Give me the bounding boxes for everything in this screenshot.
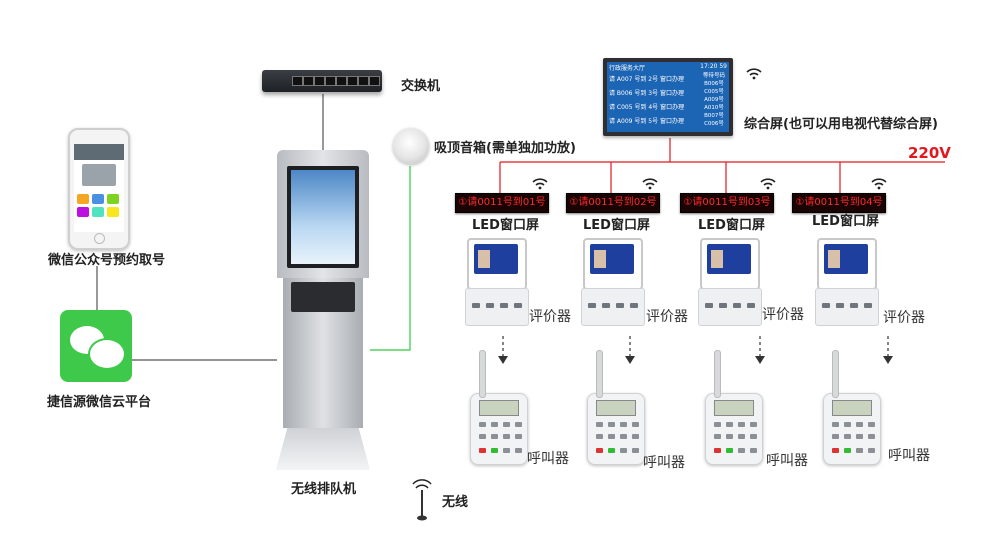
pager-device (823, 350, 881, 465)
led-window-screen: ①请0011号到03号 (680, 193, 774, 213)
composite-waiting-list: 等待号码 B006号 C005号 A009号 A010号 B007号 C006号 (702, 73, 725, 127)
led-label: LED窗口屏 (698, 218, 765, 233)
wifi-icon (746, 68, 762, 80)
kiosk-label: 无线排队机 (291, 482, 357, 497)
evaluator-device (815, 238, 879, 326)
speaker-kiosk-line (370, 166, 411, 351)
kiosk-screen (287, 166, 359, 268)
wifi-icon (760, 178, 776, 190)
led-label: LED窗口屏 (472, 218, 539, 233)
led-label: LED窗口屏 (583, 218, 650, 233)
led-label: LED窗口屏 (812, 214, 879, 229)
evaluator-device (465, 238, 529, 326)
network-switch (262, 70, 382, 92)
ticket-printer (291, 282, 355, 312)
antenna-icon (412, 479, 432, 521)
evaluator-label: 评价器 (762, 307, 804, 323)
smartphone (68, 128, 130, 250)
speaker-label: 吸顶音箱(需单独加功放) (434, 141, 576, 156)
kiosk-body (283, 278, 363, 428)
home-button-icon (94, 233, 105, 244)
composite-row: 请 C005 号到 4号 窗口办理 (609, 104, 685, 111)
wireless-label: 无线 (442, 495, 469, 510)
composite-title: 行政服务大厅 (609, 65, 646, 72)
evaluator-label: 评价器 (646, 309, 688, 325)
composite-row: 请 B006 号到 3号 窗口办理 (609, 90, 685, 97)
phone-screen (74, 144, 124, 232)
composite-screen: 行政服务大厅 17:20 59 请 A007 号到 2号 窗口办理 请 B006… (603, 58, 733, 136)
composite-label: 综合屏(也可以用电视代替综合屏) (744, 117, 938, 132)
composite-clock: 17:20 59 (700, 63, 727, 70)
pager-label: 呼叫器 (527, 451, 569, 467)
evaluator-label: 评价器 (883, 310, 925, 326)
pager-label: 呼叫器 (643, 455, 685, 471)
wifi-icon (532, 178, 548, 190)
wechat-label: 捷信源微信云平台 (47, 395, 152, 410)
ceiling-speaker (393, 128, 429, 164)
switch-label: 交换机 (401, 79, 441, 94)
kiosk-base (276, 428, 370, 470)
evaluator-device (698, 238, 762, 326)
pager-label: 呼叫器 (888, 448, 930, 464)
wifi-icon (642, 178, 658, 190)
wechat-logo-icon (60, 310, 132, 382)
led-window-screen: ①请0011号到04号 (792, 193, 886, 213)
phone-label: 微信公众号预约取号 (48, 253, 166, 268)
pager-device (705, 350, 763, 465)
pager-label: 呼叫器 (766, 453, 808, 469)
voltage-label: 220V (908, 144, 951, 162)
led-window-screen: ①请0011号到01号 (455, 193, 549, 213)
kiosk-head (277, 150, 369, 278)
led-window-screen: ①请0011号到02号 (566, 193, 660, 213)
composite-row: 请 A007 号到 2号 窗口办理 (609, 76, 685, 83)
evaluator-device (581, 238, 645, 326)
pager-device (470, 350, 528, 465)
pager-device (587, 350, 645, 465)
evaluator-label: 评价器 (529, 309, 571, 325)
wifi-icon (871, 178, 887, 190)
composite-row: 请 A009 号到 5号 窗口办理 (609, 118, 685, 125)
